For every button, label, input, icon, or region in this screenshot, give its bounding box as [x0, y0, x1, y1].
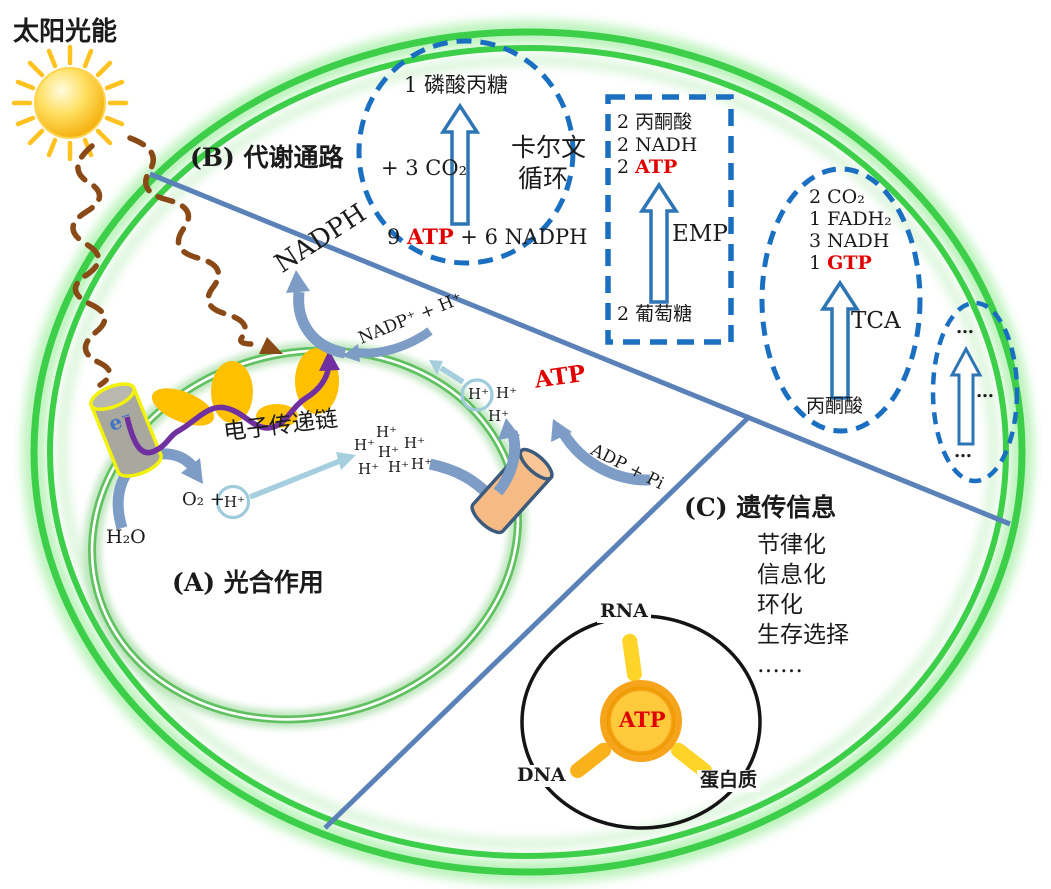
emp-output-3: 2 ATP: [617, 156, 678, 178]
proton-label: H⁺: [496, 384, 517, 402]
photon-arrowhead: [259, 337, 283, 354]
divider-line-1: [149, 171, 1011, 527]
proton-circle: [460, 378, 494, 412]
tca-output-1: 2 CO₂: [809, 186, 865, 208]
hub-spoke-protein: [670, 742, 712, 779]
proton-label: H⁺: [488, 407, 509, 425]
etc-complex: [256, 404, 298, 428]
section-c-item-list: 节律化 信息化 环化 生存选择 ……: [757, 530, 849, 680]
photon-zigzag-right: [127, 135, 283, 354]
proton-label: H⁺: [404, 434, 425, 452]
emp-name-label: EMP: [672, 221, 728, 247]
calvin-co2-label: + 3 CO₂: [381, 156, 468, 180]
more-dot-bottom: …: [954, 441, 972, 462]
atp-hub: [570, 633, 712, 779]
proton-transfer-arrow: [248, 452, 356, 500]
section-c-item: 环化: [757, 592, 803, 618]
tca-ellipse: [759, 166, 923, 434]
more-pathways-ellipse: [930, 300, 1020, 484]
proton-to-nadp-arrow: [429, 360, 465, 385]
section-c-item: 节律化: [757, 532, 826, 558]
oxygen-label: O₂ +: [182, 489, 225, 510]
emp-input-label: 2 葡萄糖: [617, 303, 693, 325]
atp-synthase-cylinder: [470, 447, 554, 535]
tca-input-label: 丙酮酸: [806, 395, 864, 417]
water-label: H₂O: [106, 526, 146, 548]
calvin-up-arrow: [439, 102, 481, 226]
calvin-name-line2: 循环: [518, 164, 569, 193]
proton-label: H⁺: [468, 385, 489, 403]
calvin-output-label: 1 磷酸丙糖: [404, 73, 509, 97]
emp-output-1: 2 丙酮酸: [617, 111, 693, 133]
proton-label: H⁺: [376, 423, 397, 441]
proton-label: H⁺: [358, 460, 379, 478]
proton-label: H⁺: [388, 458, 409, 476]
nadph-arrow: [286, 270, 347, 359]
proton-label: H⁺: [224, 493, 245, 511]
synthase-proton-arrow: [428, 458, 494, 500]
section-b-title: (B) 代谢通路: [190, 143, 344, 172]
rna-label: RNA: [597, 600, 651, 623]
more-dot-mid: …: [976, 381, 994, 402]
proton-label: H⁺: [378, 443, 399, 461]
hub-spoke-rna: [622, 633, 642, 682]
electron-path-arrow: [124, 350, 340, 456]
section-a-title: (A) 光合作用: [172, 568, 324, 597]
more-up-arrow: [949, 345, 983, 446]
tca-output-2: 1 FADH₂: [809, 208, 892, 230]
section-c-item: 信息化: [757, 562, 826, 588]
synthase-output-arrow: [493, 418, 521, 496]
calvin-cycle-ellipse: [356, 38, 576, 266]
section-c-item: 生存选择: [757, 622, 849, 648]
hub-atp-label: ATP: [619, 707, 666, 732]
section-c-item: ……: [757, 652, 803, 678]
tca-up-arrow: [819, 279, 861, 400]
solar-energy-label: 太阳光能: [13, 17, 118, 47]
emp-output-2: 2 NADH: [617, 134, 698, 156]
emp-box: [605, 94, 734, 345]
divider-line-2: [323, 414, 752, 830]
protein-label: 蛋白质: [697, 769, 761, 792]
nadp-return-arrow: [342, 327, 433, 362]
calvin-input-label: 9 ATP + 6 NADPH: [387, 224, 588, 249]
etc-complex: [211, 361, 253, 423]
more-dot-top: …: [956, 317, 974, 338]
proton-label: H⁺: [354, 436, 375, 454]
adp-to-atp-arrow: [551, 419, 651, 486]
dna-label: DNA: [514, 764, 569, 787]
proton-label: H⁺: [411, 455, 432, 473]
proton-circle: [215, 484, 251, 520]
calvin-name-line1: 卡尔文: [511, 133, 587, 162]
tca-name-label: TCA: [851, 308, 901, 334]
sun-icon: [11, 44, 129, 162]
tca-output-3: 3 NADH: [809, 230, 890, 252]
tca-output-4: 1 GTP: [809, 252, 872, 274]
hub-spoke-dna: [570, 742, 612, 779]
section-c-title: (C) 遗传信息: [684, 493, 837, 522]
emp-up-arrow: [638, 181, 680, 304]
